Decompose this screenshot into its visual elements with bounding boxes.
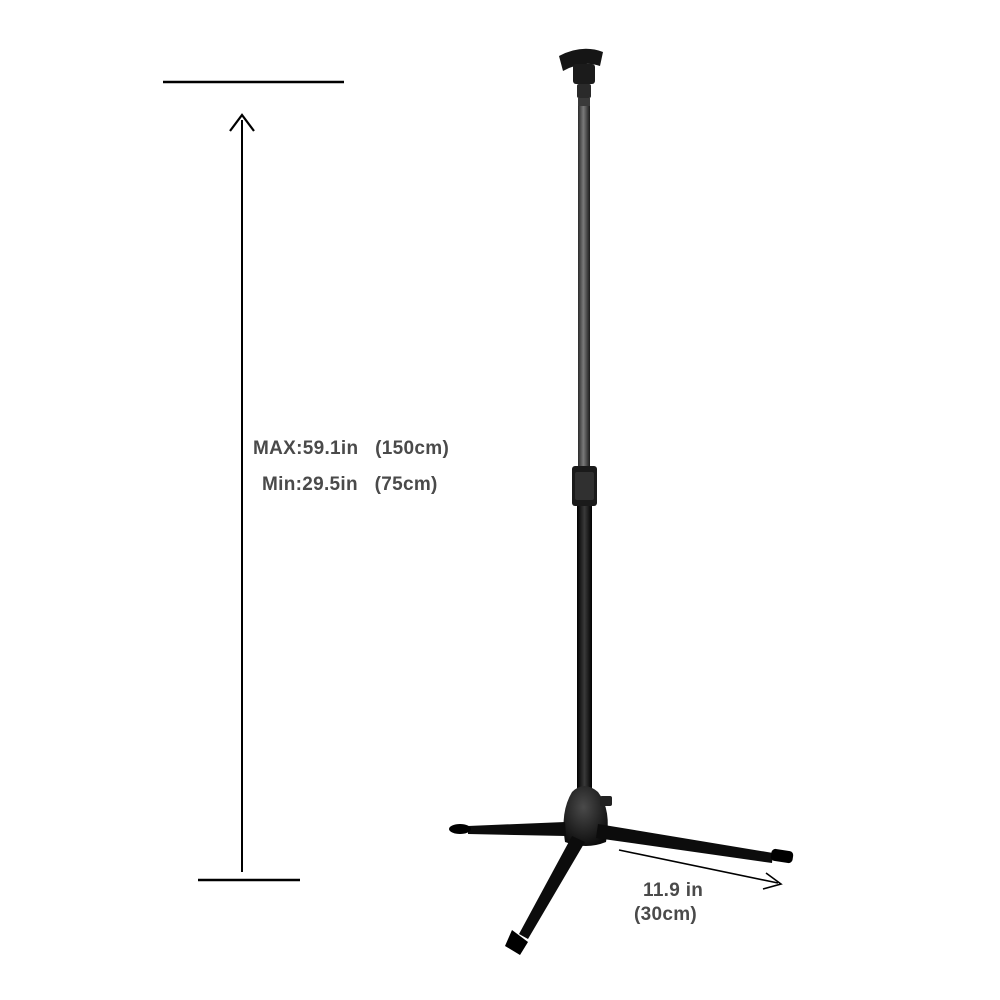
tripod-hub (563, 786, 608, 846)
leg-dimension-arrow (618, 849, 783, 890)
upper-pole (578, 106, 590, 470)
leg-length-inches-label: 11.9 in (643, 880, 704, 901)
tripod-leg-right (596, 824, 773, 863)
microphone-stand (449, 48, 794, 955)
max-height-label: MAX:59.1in (150cm) (253, 438, 450, 459)
min-height-label: Min:29.5in (75cm) (262, 474, 438, 495)
height-arrow-head (229, 113, 255, 132)
height-dimension-indicator (163, 80, 344, 882)
leg-length-cm-label: (30cm) (634, 904, 698, 925)
tripod-leg-front (519, 836, 585, 939)
lower-pole (577, 506, 592, 796)
tripod-leg-left (468, 822, 566, 836)
mic-clip (559, 48, 603, 71)
